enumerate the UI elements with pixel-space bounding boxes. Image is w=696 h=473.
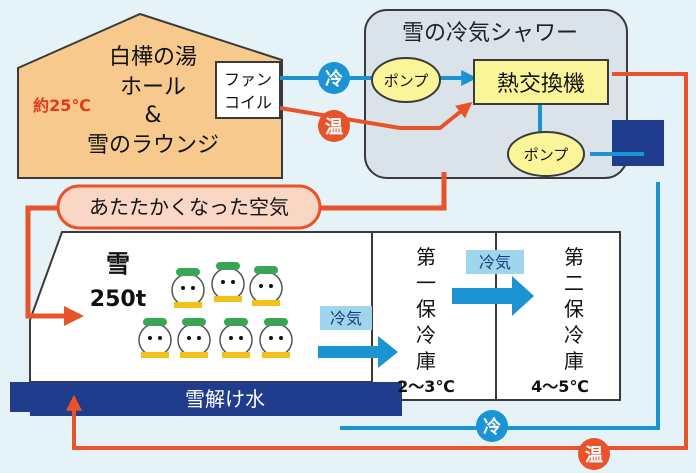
cold-pipe-bottom — [340, 182, 660, 430]
snowman-icon — [249, 266, 283, 306]
snowman-icon — [259, 318, 293, 358]
snowmen-group — [138, 262, 293, 358]
storage-1-name-4: 冷 — [416, 323, 436, 347]
house-name-line4: 雪のラウンジ — [87, 133, 219, 158]
cold-badge-bottom — [476, 410, 508, 442]
warm-badge-bottom — [578, 438, 610, 470]
snow-label: 雪 — [106, 250, 130, 278]
house-name-line2: ホール — [120, 75, 186, 100]
cold-badge-top-label: 冷 — [325, 68, 343, 90]
snow-cold-air-arrow — [318, 336, 398, 368]
snowman-icon — [177, 318, 211, 358]
shower-title: 雪の冷気シャワー — [402, 21, 578, 46]
meltwater-tank-left — [10, 382, 150, 412]
warm-badge-top-label: 温 — [325, 117, 343, 138]
heat-exchanger-box — [473, 59, 609, 105]
shower-tank — [612, 120, 664, 166]
warm-badge-top — [318, 110, 350, 142]
between-cold-air-box — [466, 250, 524, 274]
storage-1-name-3: 保 — [416, 297, 436, 321]
pump-top — [371, 57, 441, 103]
fan-coil-line1: ファン — [224, 70, 272, 89]
meltwater-label: 雪解け水 — [185, 387, 265, 411]
warm-air-duct — [25, 172, 447, 326]
warm-air-label: あたたかくなった空気 — [89, 195, 289, 219]
snowman-icon — [219, 318, 253, 358]
snowman-icon — [211, 262, 245, 302]
between-cold-air-label: 冷気 — [479, 253, 511, 272]
fan-coil-box — [215, 61, 281, 119]
house-name-line1: 白樺の湯 — [109, 45, 197, 70]
storage-1-temp: 2〜3℃ — [397, 377, 455, 396]
storage-2-name-1: 第 — [564, 245, 584, 269]
snow-amount: 250t — [90, 287, 147, 312]
storage-2-name-2: 二 — [564, 271, 584, 295]
pump-top-label: ポンプ — [384, 72, 429, 90]
warm-pipe-bottom-loop — [66, 72, 688, 450]
storage-2-name-5: 庫 — [564, 349, 584, 373]
cold-badge-bottom-label: 冷 — [483, 416, 501, 438]
snow-cold-air-label: 冷気 — [330, 309, 362, 328]
fan-coil-line2: コイル — [224, 93, 272, 112]
house-temperature: 約25℃ — [33, 96, 91, 115]
snowman-icon — [171, 268, 205, 308]
warm-badge-bottom-label: 温 — [585, 445, 603, 466]
between-cold-air-arrow — [452, 276, 534, 316]
pump-bottom — [507, 131, 585, 177]
house-building — [17, 12, 283, 179]
pump-bottom-label: ポンプ — [524, 146, 569, 164]
storage-1-name-1: 第 — [416, 245, 436, 269]
storage-2-name-3: 保 — [564, 297, 584, 321]
warm-air-label-pill — [56, 184, 322, 230]
storage-2-temp: 4〜5℃ — [531, 377, 589, 396]
cold-badge-top — [318, 62, 350, 94]
snowman-icon — [138, 318, 172, 358]
snow-cold-air-box — [320, 306, 372, 330]
heat-exchanger-label: 熱交換機 — [497, 72, 585, 97]
storage-1-name-2: 一 — [416, 271, 436, 295]
storage-2-name-4: 冷 — [564, 323, 584, 347]
house-name-line3: & — [144, 103, 161, 128]
storage-1-name-5: 庫 — [416, 349, 436, 373]
